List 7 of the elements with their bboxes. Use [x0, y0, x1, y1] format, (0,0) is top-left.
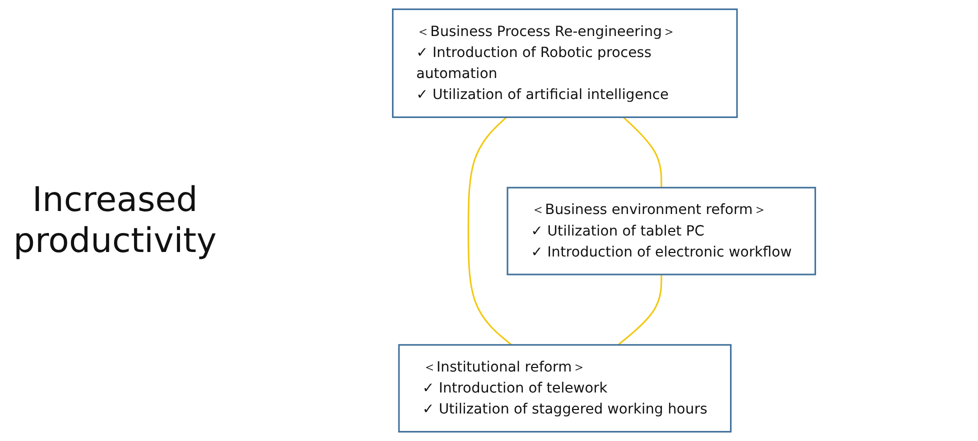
node-box: ＜Institutional reform＞ ✓ Introduction of telework ✓ Utilization of staggered working hours: [398, 344, 732, 433]
connector: [618, 274, 662, 346]
node-box: ＜Business environment reform＞ ✓ Utilization of tablet PC ✓ Introduction of electronic workflow: [506, 186, 816, 276]
connector: [468, 116, 512, 346]
connector: [622, 116, 662, 188]
node-box: ＜Business Process Re-engineering＞ ✓ Introduction of Robotic process automation ✓ Utilization of artificial intelligence: [392, 8, 738, 118]
center-label: Increased productivity: [12, 180, 218, 262]
